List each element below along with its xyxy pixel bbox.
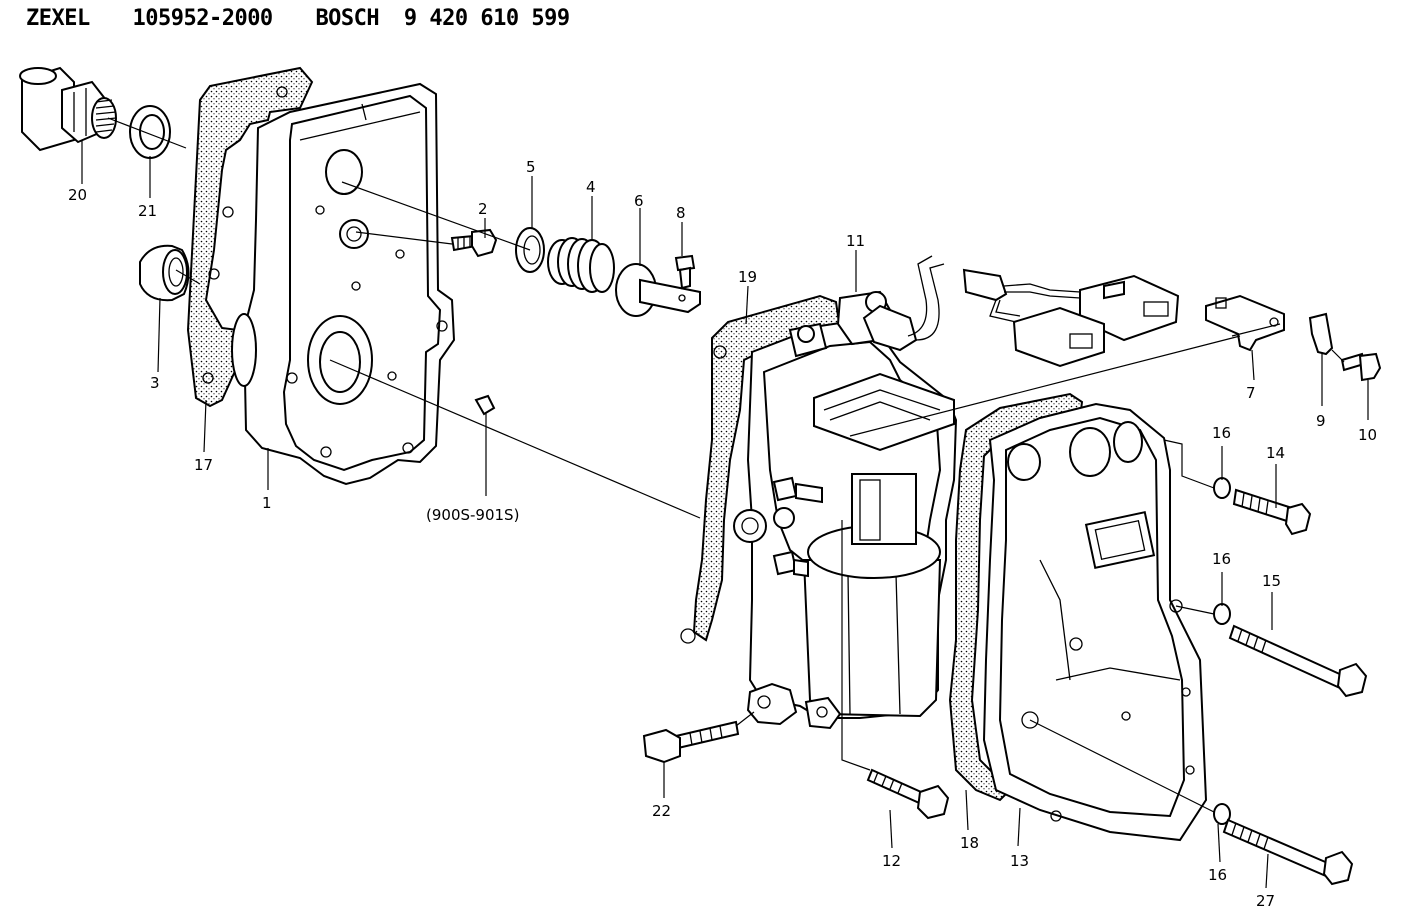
label-part-18: 18 — [960, 834, 979, 852]
label-part-11: 11 — [846, 232, 865, 250]
label-part-10: 10 — [1358, 426, 1377, 444]
part-9-clip — [1308, 312, 1334, 356]
label-part-20: 20 — [68, 186, 87, 204]
label-part-3: 3 — [150, 374, 160, 392]
gasket-hole — [208, 268, 220, 280]
part-13-cover — [982, 402, 1208, 842]
label-part-13: 13 — [1010, 852, 1029, 870]
gasket-hole — [202, 372, 214, 384]
label-part-16-top: 16 — [1212, 424, 1231, 442]
label-part-9: 9 — [1316, 412, 1326, 430]
part-19-gasket — [692, 294, 842, 642]
header-bosch-number: 9 420 610 599 — [403, 6, 570, 31]
label-part-19: 19 — [738, 268, 757, 286]
part-7-bracket — [1205, 294, 1285, 352]
label-part-14: 14 — [1266, 444, 1285, 462]
leader-lines — [81, 117, 1369, 889]
part-20-fitting — [19, 66, 117, 152]
part-2-bolt — [450, 228, 498, 258]
part-17-gasket — [186, 66, 314, 408]
part-22-bolt — [642, 720, 740, 764]
part-12-bolt — [866, 768, 950, 820]
label-part-16-bottom: 16 — [1208, 866, 1227, 884]
label-part-2: 2 — [478, 200, 488, 218]
label-part-8: 8 — [676, 204, 686, 222]
diagram-header: ZEXEL 105952-2000 BOSCH 9 420 610 599 — [26, 6, 600, 31]
part-14-bolt — [1232, 488, 1312, 536]
label-part-17: 17 — [194, 456, 213, 474]
label-part-21: 21 — [138, 202, 157, 220]
label-part-15: 15 — [1262, 572, 1281, 590]
part-21-washer — [129, 105, 171, 159]
part-16-washer-top — [1213, 477, 1231, 499]
label-part-7: 7 — [1246, 384, 1256, 402]
label-part-16-mid: 16 — [1212, 550, 1231, 568]
label-key-note: (900S-901S) — [426, 506, 519, 524]
part-10-screw — [1340, 352, 1382, 382]
label-part-6: 6 — [634, 192, 644, 210]
gasket-hole — [276, 86, 288, 98]
part-27-bolt — [1222, 818, 1354, 886]
part-4-spring — [547, 237, 615, 293]
header-zexel-number: 105952-2000 — [132, 6, 273, 31]
governor-housing — [680, 290, 958, 730]
part-16-washer-mid — [1213, 603, 1231, 625]
label-part-1: 1 — [262, 494, 272, 512]
label-part-12: 12 — [882, 852, 901, 870]
gasket-hole — [222, 206, 234, 218]
key-part — [474, 394, 496, 416]
part-3-seal — [139, 244, 190, 302]
part-6-plunger — [615, 263, 701, 317]
part-number-labels: 20 21 3 17 1 2 5 4 6 8 19 11 (900S-901S)… — [68, 158, 1377, 910]
header-brand-bosch: BOSCH — [315, 6, 380, 31]
part-16-washer-bottom — [1213, 803, 1231, 825]
label-part-27: 27 — [1256, 892, 1275, 910]
label-part-4: 4 — [586, 178, 596, 196]
label-part-22: 22 — [652, 802, 671, 820]
part-8-screw — [674, 254, 696, 290]
part-15-bolt — [1228, 624, 1368, 698]
header-brand-zexel: ZEXEL — [26, 6, 90, 31]
label-part-5: 5 — [526, 158, 536, 176]
part-11-wire-harness — [862, 255, 1180, 368]
part-1-housing — [231, 82, 456, 486]
